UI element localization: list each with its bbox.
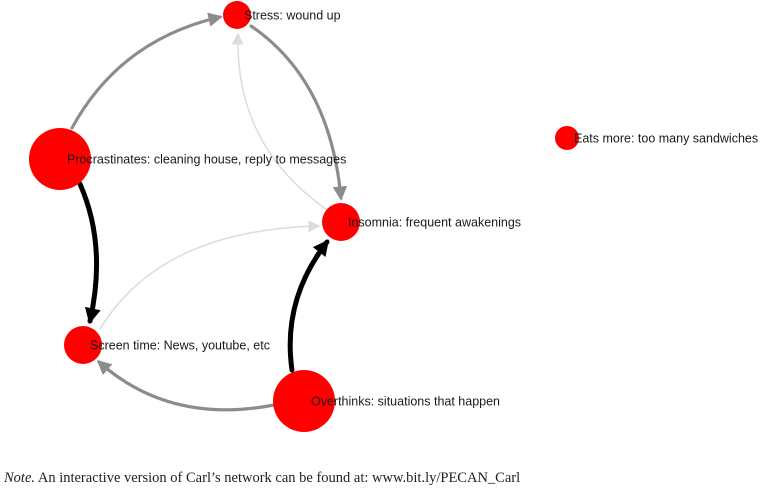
edge-overthinks-to-insomnia [287, 239, 330, 373]
node-stress[interactable] [223, 1, 251, 29]
network-graph: Stress: wound up Procrastinates: cleaning… [29, 1, 758, 432]
node-label-procrastinates: Procrastinates: cleaning house, reply to… [67, 153, 346, 167]
edge-procrastinates-to-screen [77, 181, 101, 325]
edge-stress-to-insomnia [249, 24, 348, 201]
edge-overthinks-to-screen [96, 360, 276, 412]
edge-insomnia-to-stress [231, 32, 327, 210]
note-lead: Note. [4, 470, 36, 486]
edges [70, 12, 348, 412]
node-label-stress: Stress: wound up [244, 9, 341, 23]
node-label-overthinks: Overthinks: situations that happen [311, 395, 500, 409]
node-screen[interactable] [64, 326, 102, 364]
node-procrastinates[interactable] [29, 128, 91, 190]
node-label-screen: Screen time: News, youtube, etc [90, 339, 270, 353]
node-label-eats: Eats more: too many sandwiches [574, 132, 758, 146]
node-insomnia[interactable] [322, 203, 360, 241]
figure-note: Note. An interactive version of Carl’s n… [4, 470, 520, 487]
edge-procrastinates-to-stress [70, 12, 223, 130]
node-eats[interactable] [555, 126, 579, 150]
edge-screen-to-insomnia [99, 220, 321, 330]
node-overthinks[interactable] [273, 370, 335, 432]
nodes [29, 1, 579, 432]
note-text: An interactive version of Carl’s network… [37, 470, 521, 486]
node-labels: Stress: wound up Procrastinates: cleaning… [67, 9, 758, 409]
node-label-insomnia: Insomnia: frequent awakenings [348, 216, 521, 230]
